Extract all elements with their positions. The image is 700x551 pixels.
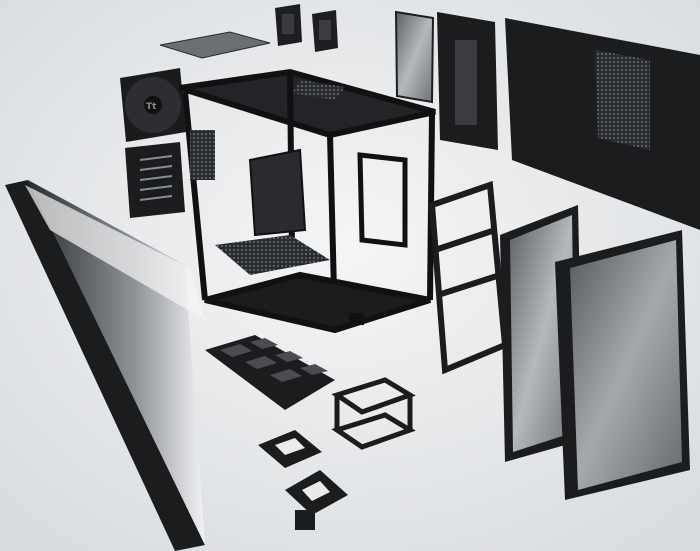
drive-cage-upper (331, 377, 416, 450)
ssd-bracket-2 (312, 10, 338, 52)
chassis-logo: Tt (352, 315, 361, 324)
case-fan: Tt (120, 68, 186, 142)
top-glass-panel (394, 10, 435, 104)
right-glass-panel-2 (555, 230, 690, 500)
fan-logo: Tt (146, 102, 157, 112)
right-side-panel (505, 18, 700, 230)
rear-panel-bracket (437, 12, 498, 150)
left-front-glass-panel (5, 180, 205, 551)
drive-tray-2 (285, 470, 348, 530)
drive-tray-1 (258, 430, 322, 468)
main-chassis: Tt (179, 68, 436, 334)
bottom-dust-filter (205, 335, 335, 410)
pci-slot-bracket (125, 142, 185, 218)
ssd-bracket-1 (275, 4, 302, 46)
top-dust-filter (159, 31, 271, 59)
